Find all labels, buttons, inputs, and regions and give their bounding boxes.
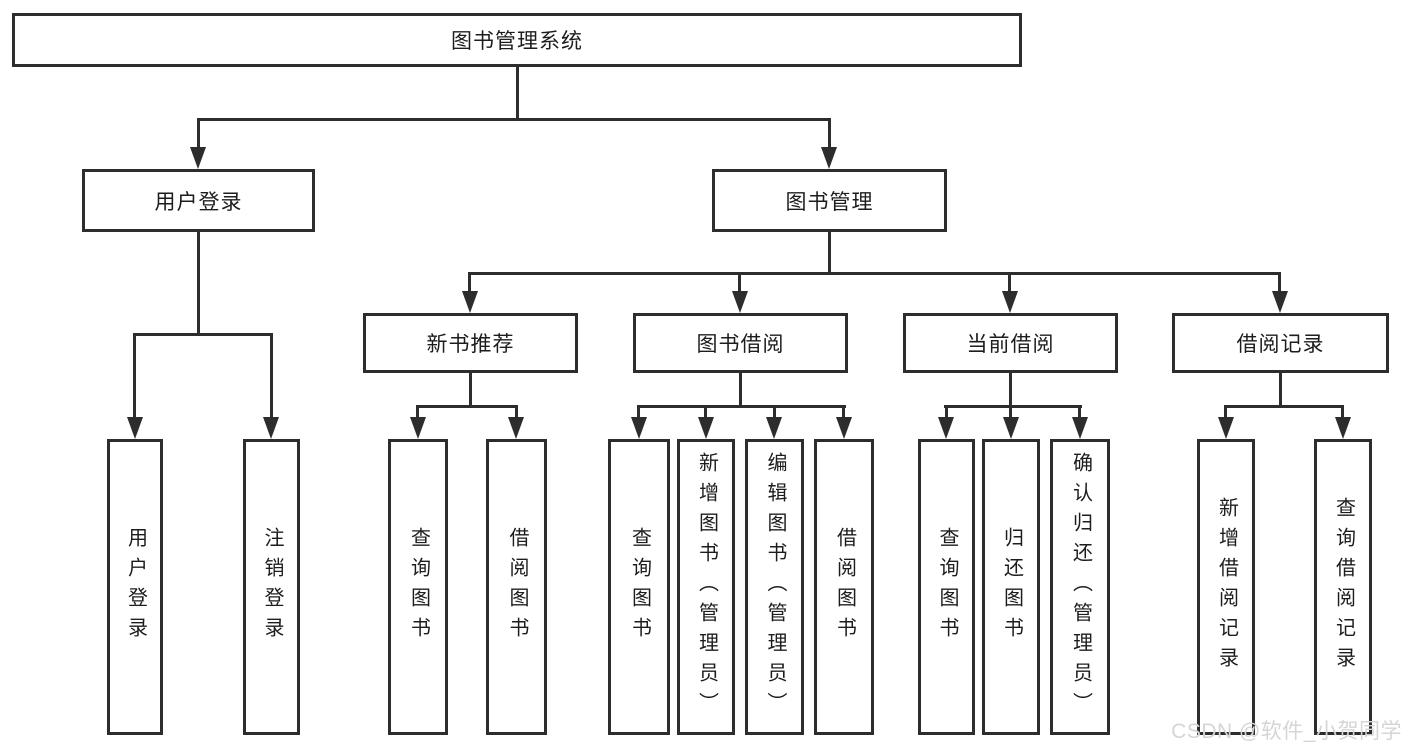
- arrowhead-new-book: [462, 291, 478, 313]
- edge-leaf-stem: [1224, 405, 1227, 417]
- arrowhead-leaf: [508, 417, 524, 439]
- edge-user-login-hline: [133, 333, 273, 336]
- leaf-label: 查询图书: [936, 527, 958, 647]
- arrowhead-leaf: [698, 417, 714, 439]
- node-book-management: 图书管理: [712, 169, 947, 232]
- leaf-confirm-return-admin: 确认归还（管理员）: [1050, 439, 1110, 735]
- leaf-query-books-recommend: 查询图书: [388, 439, 448, 735]
- edge-leaf-stem: [704, 405, 707, 417]
- node-book-borrowing: 图书借阅: [633, 313, 848, 373]
- node-borrowing-records: 借阅记录: [1172, 313, 1389, 373]
- leaf-label: 查询借阅记录: [1332, 497, 1355, 677]
- leaf-label: 编辑图书（管理员）: [764, 452, 786, 722]
- edge-leaf-stem: [637, 405, 640, 417]
- node-label: 用户登录: [154, 190, 243, 214]
- edge-user-login-down: [197, 232, 200, 336]
- leaf-label: 确认归还（管理员）: [1069, 452, 1092, 722]
- node-label: 图书借阅: [696, 333, 785, 356]
- node-label: 借阅记录: [1236, 333, 1325, 356]
- leaf-label: 查询图书: [628, 527, 651, 647]
- edge-borrow-record-stem: [1278, 272, 1281, 294]
- node-library-management-system: 图书管理系统: [12, 13, 1022, 67]
- arrowhead-leaf: [1072, 417, 1088, 439]
- leaf-edit-books-admin: 编辑图书（管理员）: [745, 439, 804, 735]
- edge-logout-leaf-stem: [270, 333, 273, 419]
- leaf-label: 归还图书: [1000, 527, 1023, 647]
- arrowhead-leaf: [766, 417, 782, 439]
- arrowhead-borrow-record: [1272, 291, 1288, 313]
- edge-new-book-hline: [416, 405, 518, 408]
- edge-borrow-record-hline: [1224, 405, 1344, 408]
- leaf-return-books: 归还图书: [982, 439, 1040, 735]
- edge-leaf-stem: [416, 405, 419, 417]
- edge-leaf-stem: [1009, 405, 1012, 417]
- edge-user-login-stem: [197, 118, 200, 150]
- node-label: 当前借阅: [966, 333, 1055, 356]
- node-label: 新书推荐: [426, 333, 515, 356]
- arrowhead-book-management: [821, 147, 837, 169]
- node-current-borrowing: 当前借阅: [903, 313, 1118, 373]
- arrowhead-leaf: [1335, 417, 1351, 439]
- leaf-label: 新增借阅记录: [1215, 497, 1238, 677]
- arrowhead-leaf: [1218, 417, 1234, 439]
- arrowhead-book-borrow: [732, 291, 748, 313]
- arrowhead-leaf: [836, 417, 852, 439]
- node-new-book-recommendation: 新书推荐: [363, 313, 578, 373]
- leaf-query-borrow-record: 查询借阅记录: [1314, 439, 1372, 735]
- leaf-label: 查询图书: [407, 527, 430, 647]
- leaf-borrow-books: 借阅图书: [814, 439, 874, 735]
- edge-root-hline: [197, 118, 831, 121]
- arrowhead-leaf: [938, 417, 954, 439]
- edge-borrow-record-down: [1279, 373, 1282, 408]
- leaf-query-books-borrow: 查询图书: [608, 439, 670, 735]
- node-label: 图书管理系统: [451, 30, 583, 53]
- leaf-add-borrow-record: 新增借阅记录: [1197, 439, 1255, 735]
- arrowhead-leaf: [1003, 417, 1019, 439]
- edge-leaf-stem: [945, 405, 948, 417]
- arrowhead-logout-leaf: [263, 417, 279, 439]
- edge-leaf-stem: [515, 405, 518, 417]
- edge-leaf-stem: [842, 405, 845, 417]
- edge-current-borrow-down: [1009, 373, 1012, 408]
- edge-leaf-stem: [1078, 405, 1081, 417]
- edge-book-borrow-stem: [738, 272, 741, 294]
- leaf-user-login: 用户登录: [107, 439, 163, 735]
- edge-book-management-hline: [468, 272, 1281, 275]
- leaf-query-books-current: 查询图书: [918, 439, 975, 735]
- leaf-add-books-admin: 新增图书（管理员）: [677, 439, 735, 735]
- edge-new-book-down: [469, 373, 472, 408]
- leaf-logout: 注销登录: [243, 439, 300, 735]
- csdn-watermark: CSDN @软件_小贺同学: [1171, 720, 1402, 743]
- edge-current-borrow-stem: [1008, 272, 1011, 294]
- arrowhead-leaf: [410, 417, 426, 439]
- edge-book-management-stem: [828, 118, 831, 150]
- node-label: 图书管理: [785, 190, 874, 214]
- arrowhead-user-login: [190, 147, 206, 169]
- leaf-borrow-books-recommend: 借阅图书: [486, 439, 547, 735]
- edge-book-management-down: [828, 232, 831, 275]
- edge-leaf-stem: [1341, 405, 1344, 417]
- edge-book-borrow-hline: [637, 405, 846, 408]
- edge-new-book-stem: [468, 272, 471, 294]
- leaf-label: 用户登录: [124, 527, 147, 647]
- leaf-label: 新增图书（管理员）: [695, 452, 718, 722]
- edge-login-leaf-stem: [133, 333, 136, 419]
- arrowhead-leaf: [631, 417, 647, 439]
- leaf-label: 借阅图书: [833, 527, 856, 647]
- edge-leaf-stem: [773, 405, 776, 417]
- arrowhead-current-borrow: [1002, 291, 1018, 313]
- leaf-label: 借阅图书: [506, 527, 528, 647]
- edge-root-stem: [516, 67, 519, 121]
- leaf-label: 注销登录: [261, 527, 283, 647]
- arrowhead-login-leaf: [127, 417, 143, 439]
- edge-book-borrow-down: [739, 373, 742, 408]
- edge-current-borrow-hline: [944, 405, 1082, 408]
- node-user-login: 用户登录: [82, 169, 315, 232]
